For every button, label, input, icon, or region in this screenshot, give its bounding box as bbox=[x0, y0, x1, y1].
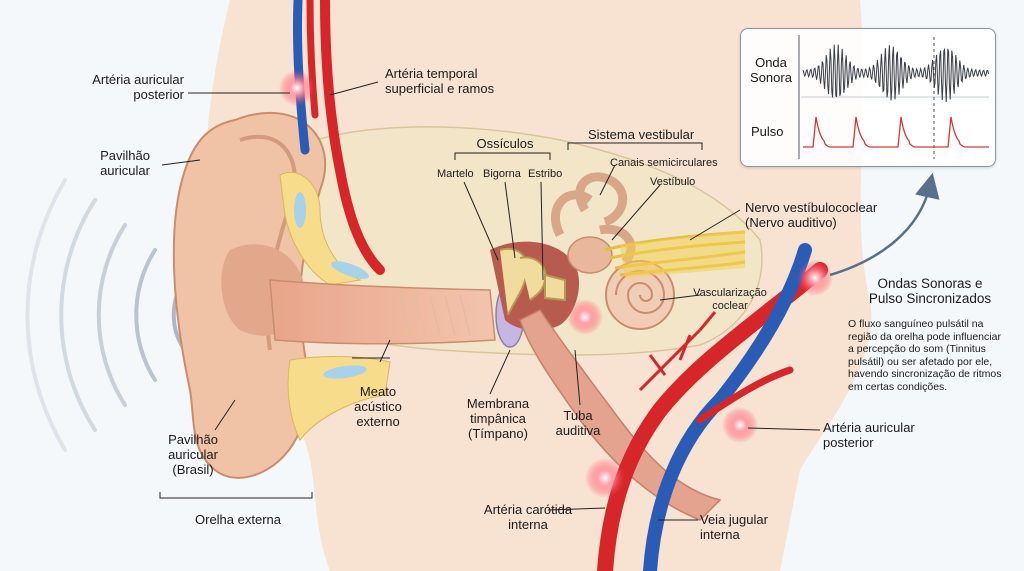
posterior-auricular-artery-neck bbox=[696, 366, 794, 424]
superficial-temporal-artery bbox=[320, 0, 385, 275]
label-orelha-externa: Orelha externa bbox=[195, 512, 281, 527]
label-nervo: Nervo vestíbulococlear (Nervo auditivo) bbox=[745, 200, 878, 230]
label-veia-jugular: Veia jugular interna bbox=[700, 512, 768, 542]
sync-description: O fluxo sanguíneo pulsátil na região da … bbox=[848, 318, 1002, 393]
sound-wave-line bbox=[802, 44, 990, 103]
canal-hairs bbox=[399, 294, 471, 336]
sound-waves bbox=[25, 178, 187, 452]
eustachian-tube bbox=[519, 309, 722, 521]
leader-lines bbox=[159, 81, 821, 521]
pulse-wave-line bbox=[803, 116, 989, 148]
inset-pulso-label: Pulso bbox=[751, 124, 784, 139]
internal-jugular-vein bbox=[643, 243, 812, 571]
label-pavilhao-auricular-top: Pavilhão auricular bbox=[100, 148, 150, 178]
waveform-inset: Onda Sonora Pulso bbox=[740, 28, 996, 167]
label-estribo: Estribo bbox=[528, 168, 563, 180]
sync-title: Ondas Sonoras e Pulso Sincronizados bbox=[868, 276, 992, 306]
inset-onda-label: Onda Sonora bbox=[750, 55, 792, 85]
stapes bbox=[544, 273, 566, 302]
label-arteria-auricular-posterior-top: Artéria auricular posterior bbox=[92, 72, 184, 102]
label-vascularizacao: Vascularização coclear bbox=[693, 287, 767, 312]
cochlear-vessels bbox=[638, 311, 717, 392]
sync-arrow bbox=[829, 172, 940, 277]
label-arteria-carotida: Artéria carótida interna bbox=[483, 502, 573, 532]
internal-carotid-artery bbox=[597, 262, 828, 571]
inset-plot bbox=[798, 35, 990, 159]
label-ossiculos: Ossículos bbox=[476, 136, 534, 151]
ear-canal bbox=[269, 279, 496, 345]
cartilage-lower bbox=[287, 355, 391, 441]
label-canais-semicirculares: Canais semicirculares bbox=[610, 157, 718, 169]
label-membrana: Membrana timpânica (Tímpano) bbox=[466, 396, 530, 441]
label-vestibulo: Vestíbulo bbox=[650, 176, 696, 188]
label-arteria-temporal: Artéria temporal superficial e ramos bbox=[385, 66, 495, 96]
label-arteria-auricular-posterior-bottom: Artéria auricular posterior bbox=[823, 420, 915, 450]
label-tuba: Tuba auditiva bbox=[555, 408, 601, 438]
label-sistema-vestibular: Sistema vestibular bbox=[588, 127, 695, 142]
label-bigorna: Bigorna bbox=[483, 168, 521, 180]
posterior-auricular-artery-top bbox=[306, 0, 319, 119]
label-pavilhao-brasil: Pavilhão auricular (Brasil) bbox=[168, 432, 218, 477]
label-martelo: Martelo bbox=[437, 168, 474, 180]
label-meato: Meato acústico externo bbox=[354, 384, 402, 429]
pulse-glows bbox=[279, 70, 833, 498]
